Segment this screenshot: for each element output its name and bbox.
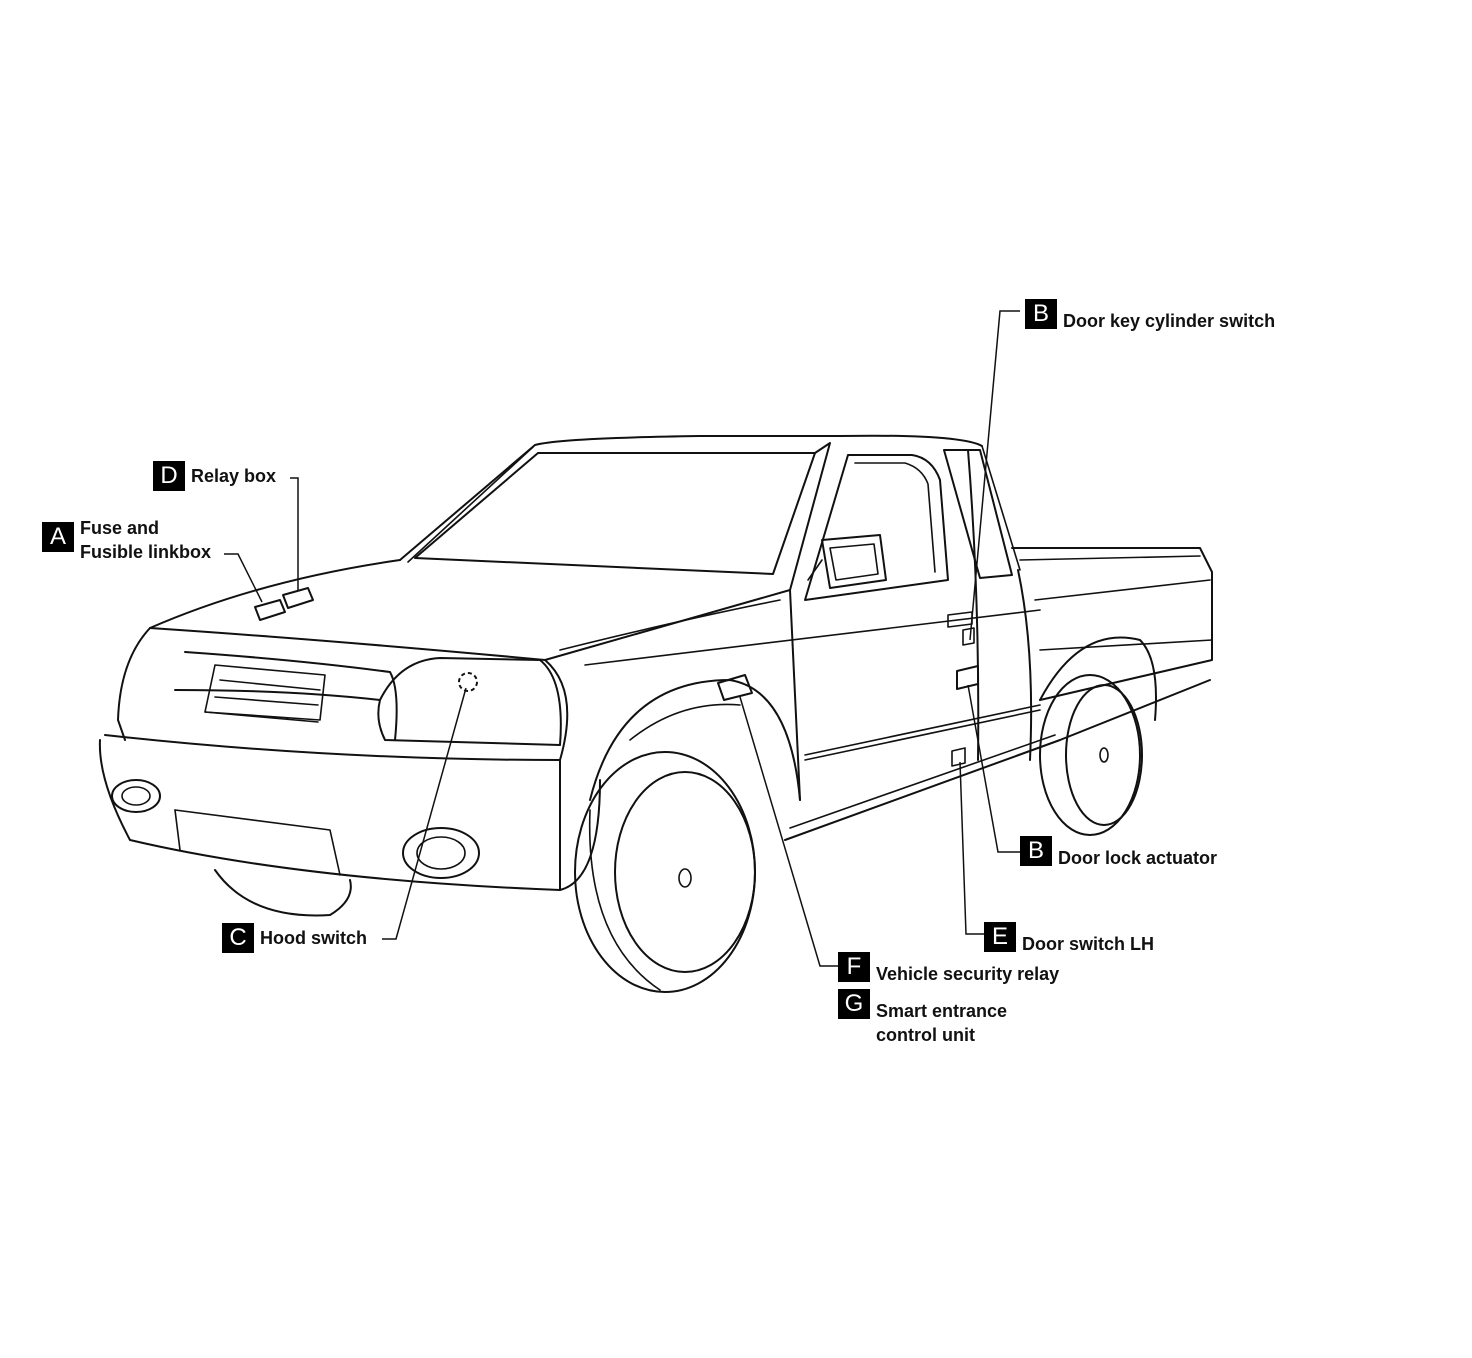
- callout-door-switch-lh: E Door switch LH: [984, 922, 1154, 956]
- callout-label-door-key-cylinder-switch: Door key cylinder switch: [1063, 311, 1276, 331]
- callout-hood-switch: C Hood switch: [222, 923, 367, 953]
- callout-door-lock-actuator: B Door lock actuator: [1020, 836, 1217, 870]
- callout-label-fuse-fusible-linkbox: Fuse and Fusible linkbox: [80, 518, 212, 562]
- callout-letter-g: G: [838, 989, 870, 1019]
- callout-vehicle-security-relay: F Vehicle security relay: [838, 952, 1059, 986]
- callout-relay-box: D Relay box: [153, 461, 276, 491]
- callout-smart-entrance-control-unit: G Smart entrance control unit: [838, 989, 1007, 1047]
- callout-label-door-switch-lh: Door switch LH: [1022, 934, 1155, 954]
- callout-letter-c: C: [222, 923, 254, 953]
- callout-door-key-cylinder-switch: B Door key cylinder switch: [1025, 299, 1275, 333]
- callout-label-door-lock-actuator: Door lock actuator: [1058, 848, 1218, 868]
- callout-label-hood-switch: Hood switch: [260, 928, 367, 948]
- truck-body: [98, 434, 1213, 993]
- callout-fuse-fusible-linkbox: A Fuse and Fusible linkbox: [42, 518, 211, 564]
- callout-label-vehicle-security-relay: Vehicle security relay: [876, 964, 1060, 984]
- callout-label-relay-box: Relay box: [191, 466, 277, 486]
- callout-letter-f: F: [838, 952, 870, 982]
- leader-lines: [224, 310, 1020, 967]
- callout-letter-e: E: [984, 922, 1016, 952]
- callout-letter-b-bottom: B: [1020, 836, 1052, 866]
- callout-label-smart-entrance-control-unit: Smart entrance control unit: [876, 1001, 1008, 1045]
- callout-letter-d: D: [153, 461, 185, 491]
- callout-letter-a: A: [42, 522, 74, 552]
- callout-letter-b-top: B: [1025, 299, 1057, 329]
